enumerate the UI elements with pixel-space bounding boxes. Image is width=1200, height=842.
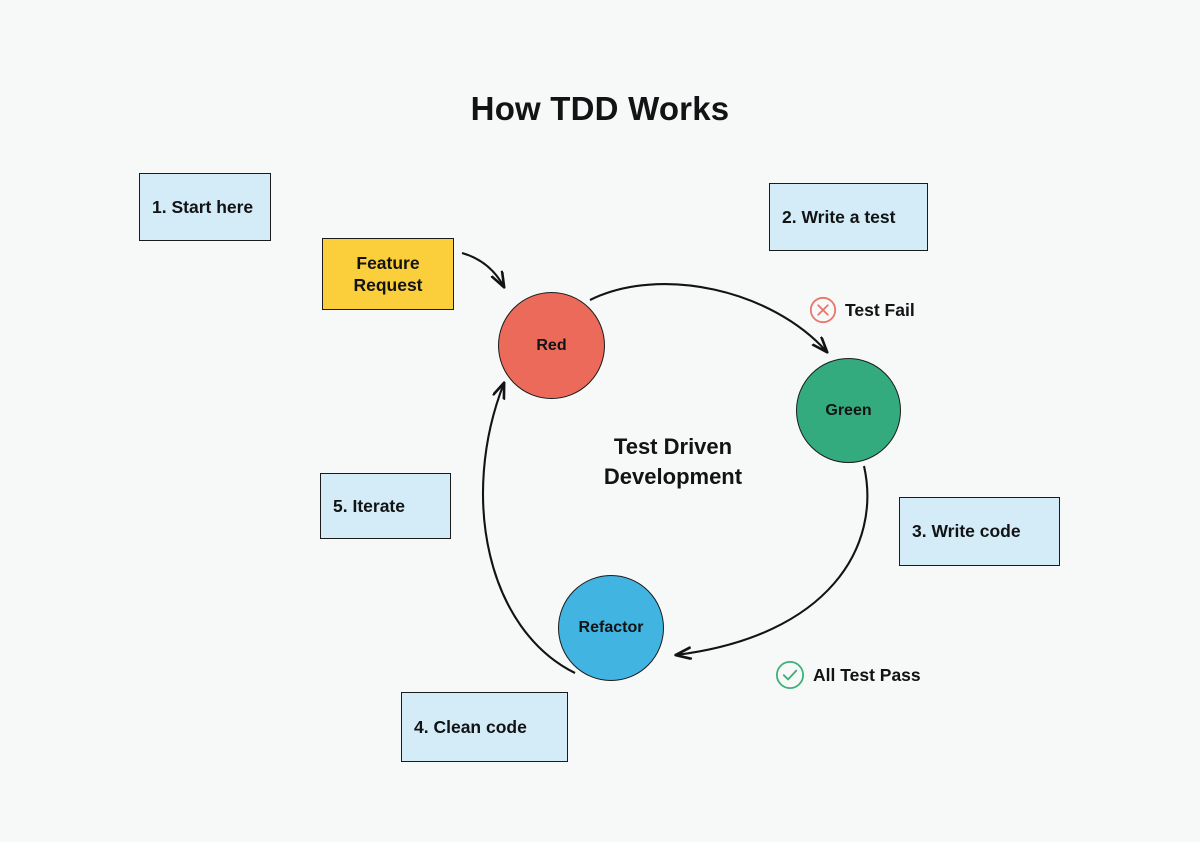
annotation-label: 4. Clean code <box>414 716 527 737</box>
annotation-box-step-4[interactable]: 4. Clean code <box>401 692 568 762</box>
page-title: How TDD Works <box>470 90 730 127</box>
node-green[interactable]: Green <box>796 358 901 463</box>
edge-green-to-refactor <box>676 465 869 655</box>
annotation-label: 1. Start here <box>152 196 254 217</box>
annotation-label: 2. Write a test <box>782 206 896 227</box>
node-red[interactable]: Red <box>498 292 605 399</box>
annotation-box-step-2[interactable]: 2. Write a test <box>769 183 928 251</box>
node-label: Refactor <box>578 619 644 636</box>
edge-red-to-green <box>589 283 827 352</box>
annotation-box-step-5[interactable]: 5. Iterate <box>320 473 451 539</box>
annotation-label: 5. Iterate <box>333 495 405 516</box>
status-marker-test-fail: Test Fail <box>808 295 915 325</box>
annotation-label: 3. Write code <box>912 521 1021 541</box>
node-label: Green <box>825 401 872 419</box>
circle-check-icon <box>774 659 806 691</box>
annotation-box-step-3[interactable]: 3. Write code <box>899 497 1060 566</box>
circle-x-icon <box>808 295 838 325</box>
annotation-box-step-1[interactable]: 1. Start here <box>139 173 271 241</box>
node-refactor[interactable]: Refactor <box>558 575 664 681</box>
status-marker-all-test-pass: All Test Pass <box>774 659 921 691</box>
node-feature-request[interactable]: Feature Request <box>322 238 454 310</box>
edge-refactor-to-red <box>481 383 576 674</box>
status-label: All Test Pass <box>813 664 921 685</box>
edge-feature-request-to-red <box>461 251 504 287</box>
node-label: Red <box>536 336 567 354</box>
node-label: Feature Request <box>353 252 423 295</box>
status-label: Test Fail <box>845 299 915 320</box>
center-caption: Test Driven Development <box>603 434 743 489</box>
